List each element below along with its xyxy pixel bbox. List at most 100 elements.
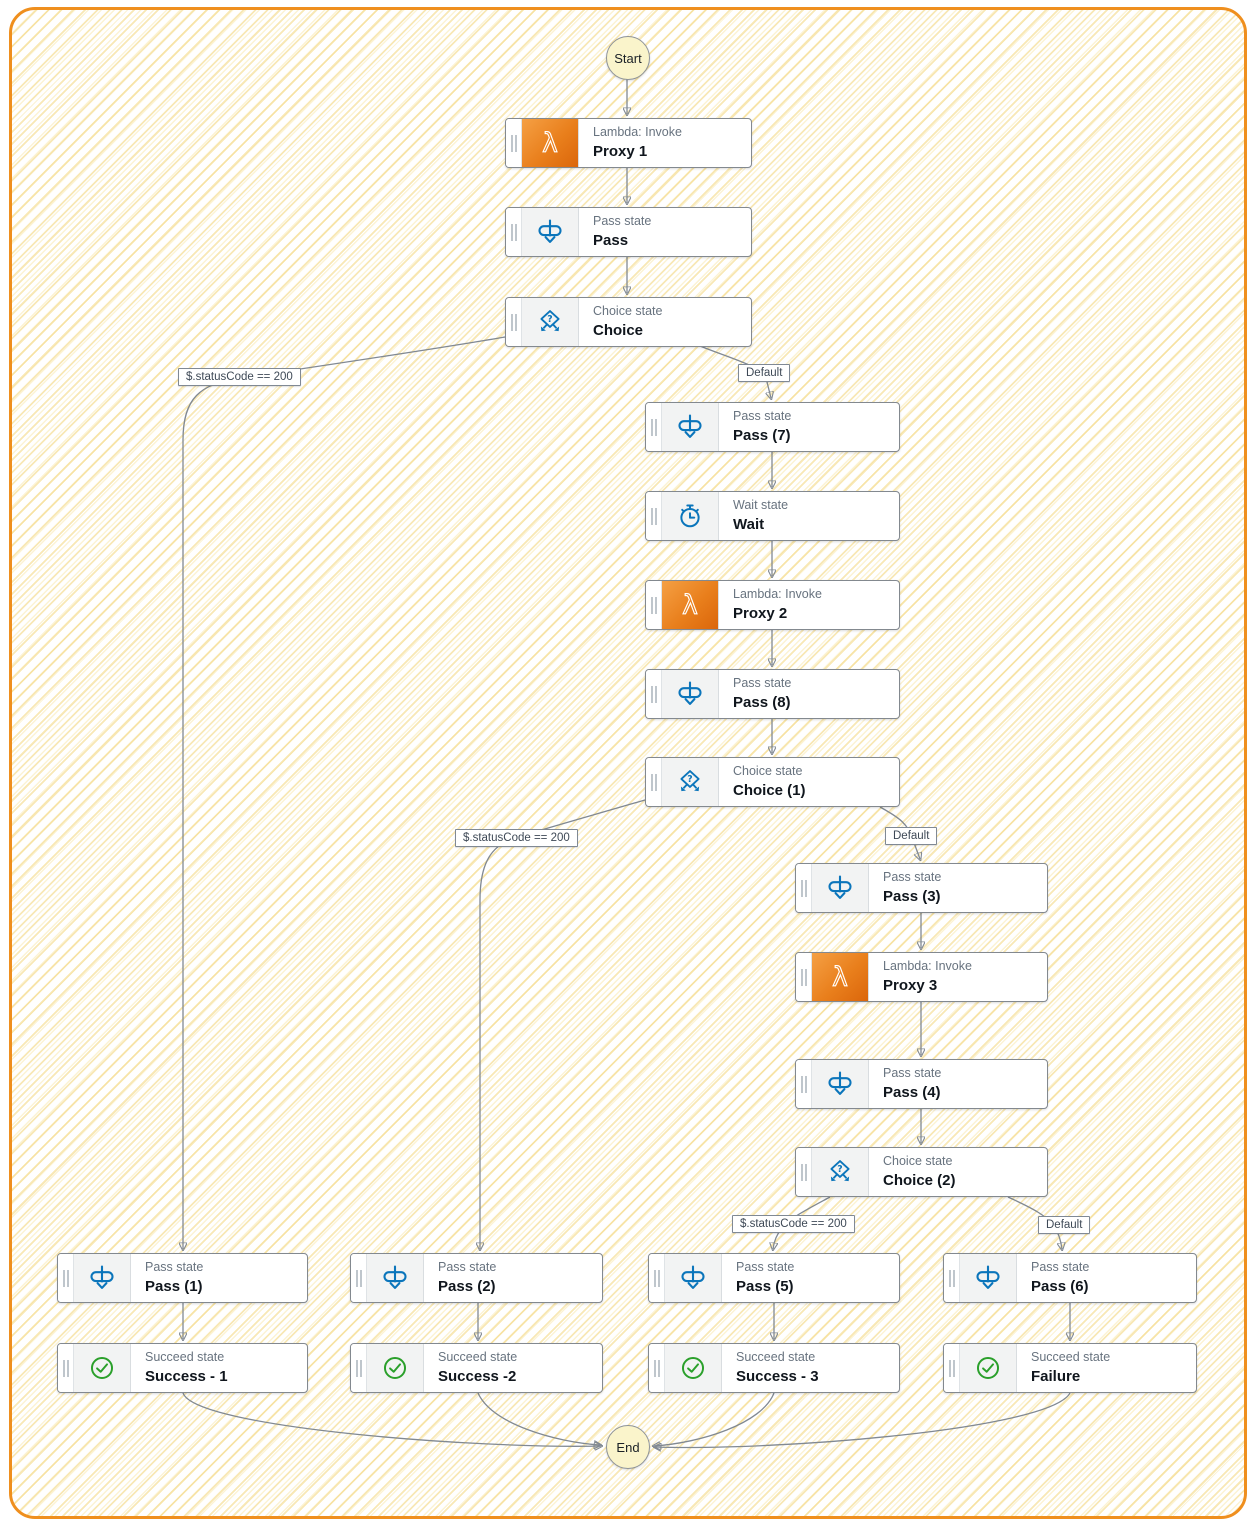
start-node: Start <box>606 36 650 80</box>
edge-label-choice-rule: $.statusCode == 200 <box>178 368 301 386</box>
state-name: Choice (1) <box>733 781 806 799</box>
state-type: Pass state <box>1031 1260 1090 1274</box>
state-type: Lambda: Invoke <box>593 125 682 139</box>
state-name: Pass (2) <box>438 1277 496 1295</box>
state-type: Succeed state <box>736 1350 816 1364</box>
state-type: Lambda: Invoke <box>883 959 972 973</box>
drag-handle[interactable] <box>944 1254 960 1302</box>
state-name: Pass (6) <box>1031 1277 1089 1295</box>
drag-handle[interactable] <box>796 953 812 1001</box>
state-type: Choice state <box>593 304 663 318</box>
state-name: Success - 1 <box>145 1367 228 1385</box>
pass-icon <box>522 208 579 256</box>
drag-handle[interactable] <box>506 208 522 256</box>
start-label: Start <box>614 50 642 66</box>
state-name: Failure <box>1031 1367 1081 1385</box>
state-type: Pass state <box>593 214 652 228</box>
drag-handle[interactable] <box>506 298 522 346</box>
drag-handle[interactable] <box>944 1344 960 1392</box>
drag-handle[interactable] <box>351 1344 367 1392</box>
drag-handle[interactable] <box>646 581 662 629</box>
edge-success1-end <box>182 1392 601 1446</box>
state-name: Success -2 <box>438 1367 517 1385</box>
state-name: Pass (3) <box>883 887 941 905</box>
state-type: Choice state <box>733 764 803 778</box>
state-type: Pass state <box>736 1260 795 1274</box>
state-name: Proxy 3 <box>883 976 938 994</box>
pass-icon <box>662 670 719 718</box>
drag-handle[interactable] <box>506 119 522 167</box>
edge-success2-end <box>477 1392 600 1445</box>
end-node: End <box>606 1425 650 1469</box>
state-type: Succeed state <box>438 1350 518 1364</box>
state-type: Wait state <box>733 498 789 512</box>
state-name: Pass (4) <box>883 1083 941 1101</box>
state-name: Pass (1) <box>145 1277 203 1295</box>
pass-icon <box>74 1254 131 1302</box>
state-name: Choice <box>593 321 644 339</box>
choice-icon <box>662 758 719 806</box>
edge-label-choice2-rule: $.statusCode == 200 <box>732 1215 855 1233</box>
state-type: Pass state <box>733 409 792 423</box>
state-name: Pass <box>593 231 629 249</box>
edge-label-choice2-default: Default <box>1038 1216 1091 1234</box>
state-name: Pass (5) <box>736 1277 794 1295</box>
state-type: Pass state <box>883 870 942 884</box>
wait-icon <box>662 492 719 540</box>
pass-icon <box>367 1254 424 1302</box>
drag-handle[interactable] <box>646 492 662 540</box>
drag-handle[interactable] <box>58 1344 74 1392</box>
state-name: Proxy 1 <box>593 142 648 160</box>
lambda-icon <box>812 953 869 1001</box>
succeed-icon <box>74 1344 131 1392</box>
lambda-icon <box>522 119 579 167</box>
edge-failure-end <box>655 1392 1071 1447</box>
succeed-icon <box>960 1344 1017 1392</box>
pass-icon <box>960 1254 1017 1302</box>
end-label: End <box>616 1439 640 1455</box>
drag-handle[interactable] <box>646 758 662 806</box>
succeed-icon <box>367 1344 424 1392</box>
edge-choice1-pass2 <box>480 799 646 1249</box>
state-type: Choice state <box>883 1154 953 1168</box>
drag-handle[interactable] <box>646 403 662 451</box>
lambda-icon <box>662 581 719 629</box>
edge-label-choice1-rule: $.statusCode == 200 <box>455 829 578 847</box>
pass-icon <box>812 1060 869 1108</box>
state-type: Succeed state <box>1031 1350 1111 1364</box>
drag-handle[interactable] <box>646 670 662 718</box>
drag-handle[interactable] <box>649 1254 665 1302</box>
drag-handle[interactable] <box>796 1148 812 1196</box>
state-name: Pass (8) <box>733 693 791 711</box>
drag-handle[interactable] <box>351 1254 367 1302</box>
state-type: Pass state <box>438 1260 497 1274</box>
drag-handle[interactable] <box>58 1254 74 1302</box>
drag-handle[interactable] <box>796 864 812 912</box>
pass-icon <box>662 403 719 451</box>
drag-handle[interactable] <box>649 1344 665 1392</box>
edge-success3-end <box>654 1392 775 1446</box>
drag-handle[interactable] <box>796 1060 812 1108</box>
pass-icon <box>812 864 869 912</box>
